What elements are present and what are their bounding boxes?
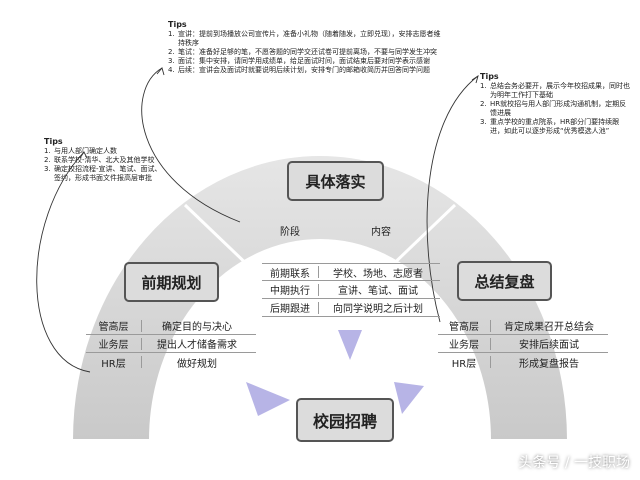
table-separator [318, 301, 319, 314]
tips-right-item: 2.HR就校招与用人部门形成沟通机制，定期反馈进展 [480, 100, 630, 118]
tip-number: 4. [168, 66, 175, 74]
tips-right-item: 3.重点学校的重点院系，HR部分门要持续跟进，如此可以逐步形成“优秀模选人池” [480, 118, 630, 136]
table-row: 前期联系 学校、场地、志愿者 [262, 263, 440, 281]
sector-divider-left [183, 203, 257, 274]
table-row: HR层 做好规划 [86, 353, 256, 371]
connector-right-arrowhead [471, 74, 479, 84]
tip-number: 3. [480, 118, 487, 126]
table-separator [141, 356, 142, 368]
table-cell-level: 业务层 [98, 340, 129, 351]
tips-center-item: 2.笔试：准备好足够的笔，不愿答题的同学交还试卷可提前离场，不要与同学发生冲突 [168, 48, 443, 57]
tip-text: 与用人部门确定人数 [54, 147, 117, 155]
connector-right-tips [426, 75, 479, 323]
table-row: 管高层 肯定成果召开总结会 [438, 317, 608, 335]
table-separator [141, 337, 142, 350]
table-cell-content: 宣讲、笔试、面试 [338, 286, 418, 297]
table-row: HR层 形成复盘报告 [438, 353, 608, 371]
tip-number: 2. [44, 156, 51, 164]
right-table: 管高层 肯定成果召开总结会 业务层 安排后续面试 HR层 形成复盘报告 [438, 317, 608, 371]
tip-text: 笔试：准备好足够的笔，不愿答题的同学交还试卷可提前离场，不要与同学发生冲突 [178, 48, 437, 56]
tips-left-item: 1.与用人部门确定人数 [44, 147, 162, 156]
connector-left-arrowhead [79, 151, 88, 159]
table-row: 业务层 提出人才储备需求 [86, 335, 256, 353]
tips-center-item: 3.面试：集中安排，请同学用成绩单，给足面试时间，面试结束后要对同学表示感谢 [168, 57, 443, 66]
arrow-right [394, 382, 424, 414]
center-box: 具体落实 [287, 161, 384, 201]
right-box: 总结复盘 [457, 261, 552, 301]
tips-center: Tips 1.宣讲：提前到场播放公司宣传片，准备小礼物（随着随发，立即兑现），安… [168, 20, 443, 75]
arrow-left [246, 382, 290, 416]
tip-text: 宣讲：提前到场播放公司宣传片，准备小礼物（随着随发，立即兑现），安排志愿者维持秩… [178, 30, 441, 47]
tips-center-item: 4.后续：宣讲会及面试时就要说明后续计划，安排专门的邮箱收简历并回答同学问题 [168, 66, 443, 75]
table-row: 中期执行 宣讲、笔试、面试 [262, 281, 440, 299]
arrow-top [338, 330, 362, 360]
table-cell-content: 学校、场地、志愿者 [333, 268, 423, 280]
tip-number: 1. [480, 82, 487, 90]
connector-center-tips [141, 67, 241, 223]
tips-center-item: 1.宣讲：提前到场播放公司宣传片，准备小礼物（随着随发，立即兑现），安排志愿者维… [168, 30, 443, 48]
table-header-row: 阶段 内容 [262, 219, 440, 241]
tips-right-title: Tips [480, 72, 499, 81]
tip-text: 面试：集中安排，请同学用成绩单，给足面试时间，面试结束后要对同学表示感谢 [178, 57, 430, 65]
table-row: 业务层 安排后续面试 [438, 335, 608, 353]
connector-left-tips [36, 151, 91, 373]
tip-number: 3. [168, 57, 175, 65]
tip-text: 后续：宣讲会及面试时就要说明后续计划，安排专门的邮箱收简历并回答同学问题 [178, 66, 430, 74]
table-cell-stage: 前期联系 [270, 268, 310, 280]
table-cell-level: HR层 [451, 358, 477, 370]
tip-text: 联系学校-清华、北大及其他学校 [54, 156, 155, 164]
tips-right-item: 1.总结会务必要开，展示今年校招成果，同时也为明年工作打下基础 [480, 82, 630, 100]
tips-left: Tips 1.与用人部门确定人数 2.联系学校-清华、北大及其他学校 3.确定校… [44, 137, 162, 183]
tip-number: 1. [44, 147, 51, 155]
table-separator [318, 283, 319, 296]
tips-left-item: 3.确定校招流程-宣讲、笔试、面试、签约，形成书面文件报高层审批 [44, 165, 162, 183]
tip-text: 重点学校的重点院系，HR部分门要持续跟进，如此可以逐步形成“优秀模选人池” [490, 118, 620, 135]
table-cell-content: 确定目的与决心 [162, 322, 232, 333]
tip-number: 2. [168, 48, 175, 56]
table-cell-content: 做好规划 [177, 358, 217, 370]
table-cell-level: 管高层 [98, 322, 129, 333]
tip-text: HR就校招与用人部门形成沟通机制，定期反馈进展 [490, 100, 627, 117]
table-cell-content: 提出人才储备需求 [157, 340, 237, 351]
table-header-stage: 阶段 [280, 226, 300, 238]
table-cell-level: 管高层 [449, 322, 479, 333]
table-header-content: 内容 [371, 226, 391, 238]
tips-left-title: Tips [44, 137, 63, 146]
table-separator [490, 337, 491, 350]
table-cell-level: 业务层 [449, 340, 479, 351]
table-separator [490, 356, 491, 368]
table-cell-level: HR层 [101, 358, 126, 370]
table-cell-content: 肯定成果召开总结会 [504, 322, 594, 333]
center-table: 阶段 内容 前期联系 学校、场地、志愿者 中期执行 宣讲、笔试、面试 后期跟进 … [262, 219, 440, 317]
left-table: 管高层 确定目的与决心 业务层 提出人才储备需求 HR层 做好规划 [86, 317, 256, 371]
table-separator [490, 319, 491, 332]
tips-left-item: 2.联系学校-清华、北大及其他学校 [44, 156, 162, 165]
table-cell-stage: 中期执行 [270, 286, 310, 297]
table-row: 管高层 确定目的与决心 [86, 317, 256, 335]
tip-text: 总结会务必要开，展示今年校招成果，同时也为明年工作打下基础 [490, 82, 630, 99]
table-cell-content: 形成复盘报告 [519, 358, 579, 370]
table-cell-content: 安排后续面试 [519, 340, 579, 351]
table-cell-stage: 后期跟进 [270, 304, 310, 315]
connector-center-arrowhead [156, 67, 165, 76]
tip-text: 确定校招流程-宣讲、笔试、面试、签约，形成书面文件报高层审批 [54, 165, 162, 182]
table-row: 后期跟进 向同学说明之后计划 [262, 299, 440, 317]
tips-center-title: Tips [168, 20, 187, 29]
tips-right: Tips 1.总结会务必要开，展示今年校招成果，同时也为明年工作打下基础 2.H… [480, 72, 630, 136]
table-separator [318, 266, 319, 278]
watermark: 头条号 / 一技职场 [518, 455, 630, 471]
tip-number: 3. [44, 165, 51, 173]
table-separator [141, 319, 142, 332]
tip-number: 2. [480, 100, 487, 108]
table-cell-content: 向同学说明之后计划 [333, 304, 423, 315]
tip-number: 1. [168, 30, 175, 38]
bottom-box: 校园招聘 [296, 398, 394, 442]
sector-divider-right [383, 203, 457, 274]
left-box: 前期规划 [124, 262, 219, 302]
